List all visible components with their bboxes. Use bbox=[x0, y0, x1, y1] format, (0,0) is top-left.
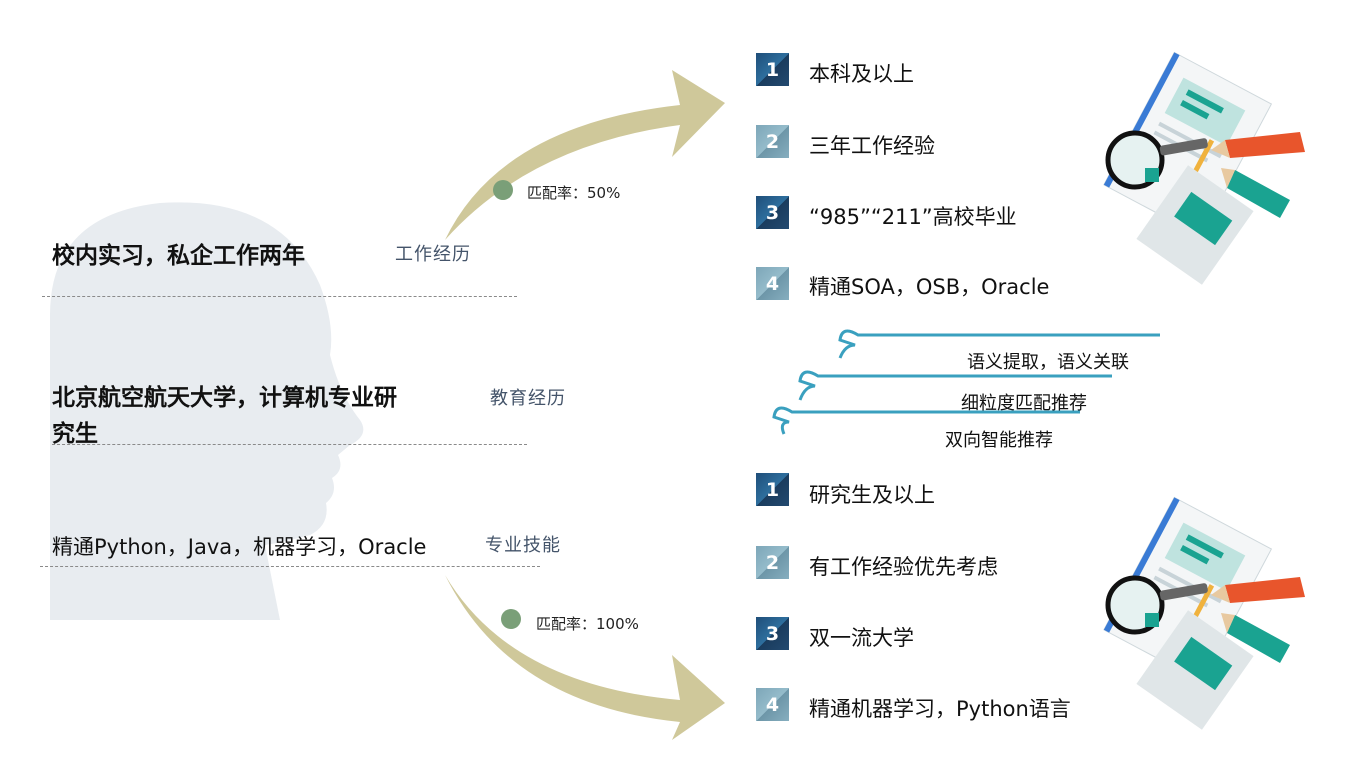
head-silhouette-icon bbox=[50, 202, 364, 621]
curved-arrow-up-icon bbox=[445, 70, 725, 240]
education-label: 教育经历 bbox=[490, 388, 566, 409]
education-text-line2: 究生 bbox=[52, 421, 98, 447]
number-badge: 4 bbox=[756, 688, 789, 721]
match-rate-top: 匹配率：50% bbox=[527, 184, 621, 202]
number-badge: 1 bbox=[756, 473, 789, 506]
hook-arrow-icon bbox=[772, 329, 1160, 435]
requirement-item: 三年工作经验 bbox=[809, 134, 935, 158]
process-step: 双向智能推荐 bbox=[945, 430, 1053, 451]
skills-label: 专业技能 bbox=[485, 535, 561, 556]
curved-arrow-down-icon bbox=[445, 575, 725, 740]
number-badge: 3 bbox=[756, 196, 789, 229]
number-badge: 3 bbox=[756, 617, 789, 650]
divider bbox=[42, 296, 517, 297]
work-experience-label: 工作经历 bbox=[395, 244, 471, 265]
requirement-item: 精通机器学习，Python语言 bbox=[809, 697, 1071, 721]
number-badge: 2 bbox=[756, 546, 789, 579]
requirement-item: 有工作经验优先考虑 bbox=[809, 555, 998, 579]
match-dot bbox=[493, 180, 513, 200]
work-experience-text: 校内实习，私企工作两年 bbox=[52, 243, 305, 269]
requirement-item: 本科及以上 bbox=[809, 62, 914, 86]
number-badge: 2 bbox=[756, 125, 789, 158]
requirement-item: 双一流大学 bbox=[809, 626, 914, 650]
divider bbox=[52, 444, 527, 445]
requirement-item: 研究生及以上 bbox=[809, 483, 935, 507]
divider bbox=[40, 566, 540, 567]
match-rate-bottom: 匹配率：100% bbox=[536, 615, 639, 633]
process-step: 细粒度匹配推荐 bbox=[961, 393, 1087, 414]
process-step: 语义提取，语义关联 bbox=[967, 352, 1129, 373]
education-text-line1: 北京航空航天大学，计算机专业研 bbox=[52, 385, 397, 411]
number-badge: 1 bbox=[756, 53, 789, 86]
requirement-item: “985”“211”高校毕业 bbox=[809, 205, 1017, 229]
document-magnifier-pencil-icon bbox=[1103, 496, 1305, 730]
skills-text: 精通Python，Java，机器学习，Oracle bbox=[52, 535, 427, 559]
requirement-item: 精通SOA，OSB，Oracle bbox=[809, 275, 1050, 299]
document-magnifier-pencil-icon bbox=[1103, 51, 1305, 285]
number-badge: 4 bbox=[756, 267, 789, 300]
match-dot bbox=[501, 609, 521, 629]
